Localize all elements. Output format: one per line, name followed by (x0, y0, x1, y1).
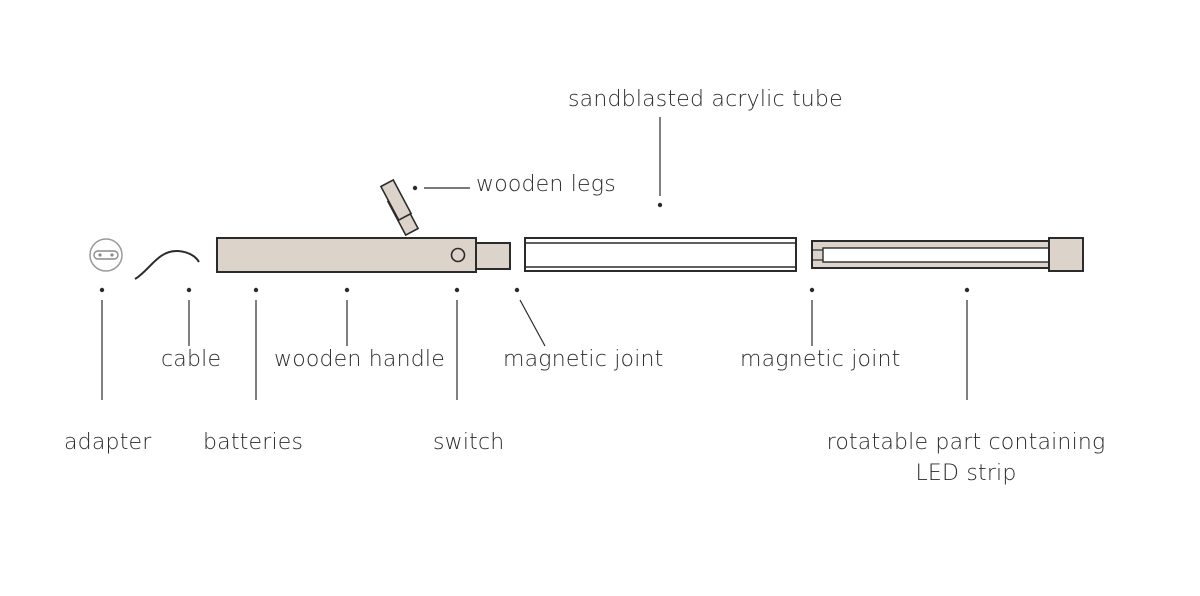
cable-shape (134, 249, 200, 280)
leader-lines (99, 117, 970, 400)
label-batteries: batteries (203, 430, 304, 455)
adapter-icon (89, 238, 123, 272)
label-rotatable-part-line2: LED strip (915, 461, 1017, 486)
label-wooden-handle: wooden handle (274, 347, 445, 372)
wooden-handle-shape (216, 237, 477, 273)
label-rotatable-part-line1: rotatable part containing (826, 430, 1106, 455)
acrylic-tube-shape (524, 237, 797, 272)
label-switch: switch (433, 430, 505, 455)
handle-connector-shape (475, 242, 511, 270)
label-sandblasted-acrylic-tube: sandblasted acrylic tube (568, 87, 843, 112)
switch-icon (450, 247, 466, 263)
label-magnetic-joint-1: magnetic joint (503, 347, 664, 372)
label-wooden-legs: wooden legs (476, 172, 616, 197)
label-adapter: adapter (64, 430, 152, 455)
rotatable-part-shape (811, 237, 1084, 272)
label-cable: cable (161, 347, 222, 372)
label-magnetic-joint-2: magnetic joint (740, 347, 901, 372)
label-rotatable-part: rotatable part containing LED strip (827, 427, 1106, 489)
wooden-legs-shape (379, 178, 420, 237)
